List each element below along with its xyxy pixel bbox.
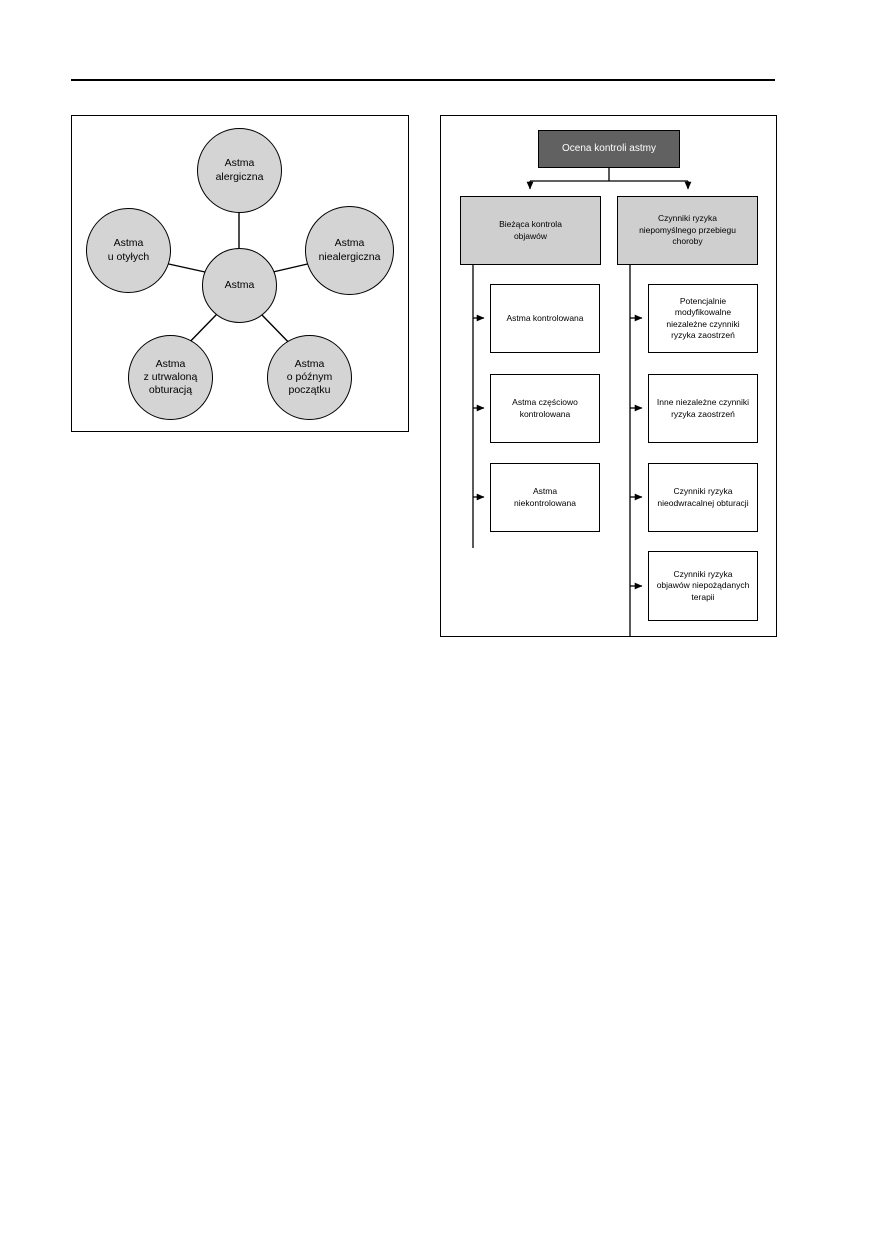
flowchart-leaf-uncontrolled: Astma niekontrolowana [490, 463, 600, 532]
phenotype-node-label: Astma u otyłych [107, 237, 150, 263]
flowchart-header-box: Ocena kontroli astmy [538, 130, 680, 168]
phenotype-node-label: Astma o późnym początku [286, 357, 333, 397]
flowchart-leaf-label: Astma kontrolowana [506, 312, 584, 323]
phenotype-node-obese: Astma u otyłych [86, 208, 171, 293]
flowchart-leaf-label: Astma częściowo kontrolowana [512, 397, 578, 419]
flowchart-leaf-partly-controlled: Astma częściowo kontrolowana [490, 374, 600, 443]
flowchart-leaf-adverse-effects-risk: Czynniki ryzyka objawów niepożądanych te… [648, 551, 758, 621]
flowchart-leaf-controlled: Astma kontrolowana [490, 284, 600, 353]
phenotype-node-fixed-obstruction: Astma z utrwaloną obturacją [128, 335, 213, 420]
flowchart-leaf-label: Astma niekontrolowana [514, 486, 576, 508]
flowchart-leaf-label: Czynniki ryzyka objawów niepożądanych te… [656, 568, 750, 602]
flowchart-branch-label: Czynniki ryzyka niepomyślnego przebiegu … [639, 213, 736, 247]
flowchart-branch-label: Bieżąca kontrola objawów [499, 219, 562, 241]
flowchart-leaf-modifiable-risk: Potencjalnie modyfikowalne niezależne cz… [648, 284, 758, 353]
phenotype-node-label: Astma alergiczna [215, 157, 264, 183]
phenotype-node-label: Astma z utrwaloną obturacją [143, 357, 198, 397]
flowchart-leaf-label: Potencjalnie modyfikowalne niezależne cz… [666, 295, 740, 340]
flowchart-header-label: Ocena kontroli astmy [562, 143, 656, 155]
flowchart-leaf-irreversible-obstruction-risk: Czynniki ryzyka nieodwracalnej obturacji [648, 463, 758, 532]
flowchart-leaf-label: Inne niezależne czynniki ryzyka zaostrze… [656, 397, 750, 419]
phenotype-node-label: Astma [224, 278, 255, 291]
header-divider-rule [71, 79, 775, 81]
phenotype-node-center-asthma: Astma [202, 248, 277, 323]
flowchart-branch-risk-factors: Czynniki ryzyka niepomyślnego przebiegu … [617, 196, 758, 265]
phenotype-node-late-onset: Astma o późnym początku [267, 335, 352, 420]
phenotype-node-allergic: Astma alergiczna [197, 128, 282, 213]
flowchart-branch-symptom-control: Bieżąca kontrola objawów [460, 196, 601, 265]
flowchart-leaf-label: Czynniki ryzyka nieodwracalnej obturacji [657, 486, 749, 508]
phenotype-node-nonallergic: Astma niealergiczna [305, 206, 394, 295]
flowchart-leaf-other-independent-risk: Inne niezależne czynniki ryzyka zaostrze… [648, 374, 758, 443]
phenotype-node-label: Astma niealergiczna [318, 237, 381, 263]
